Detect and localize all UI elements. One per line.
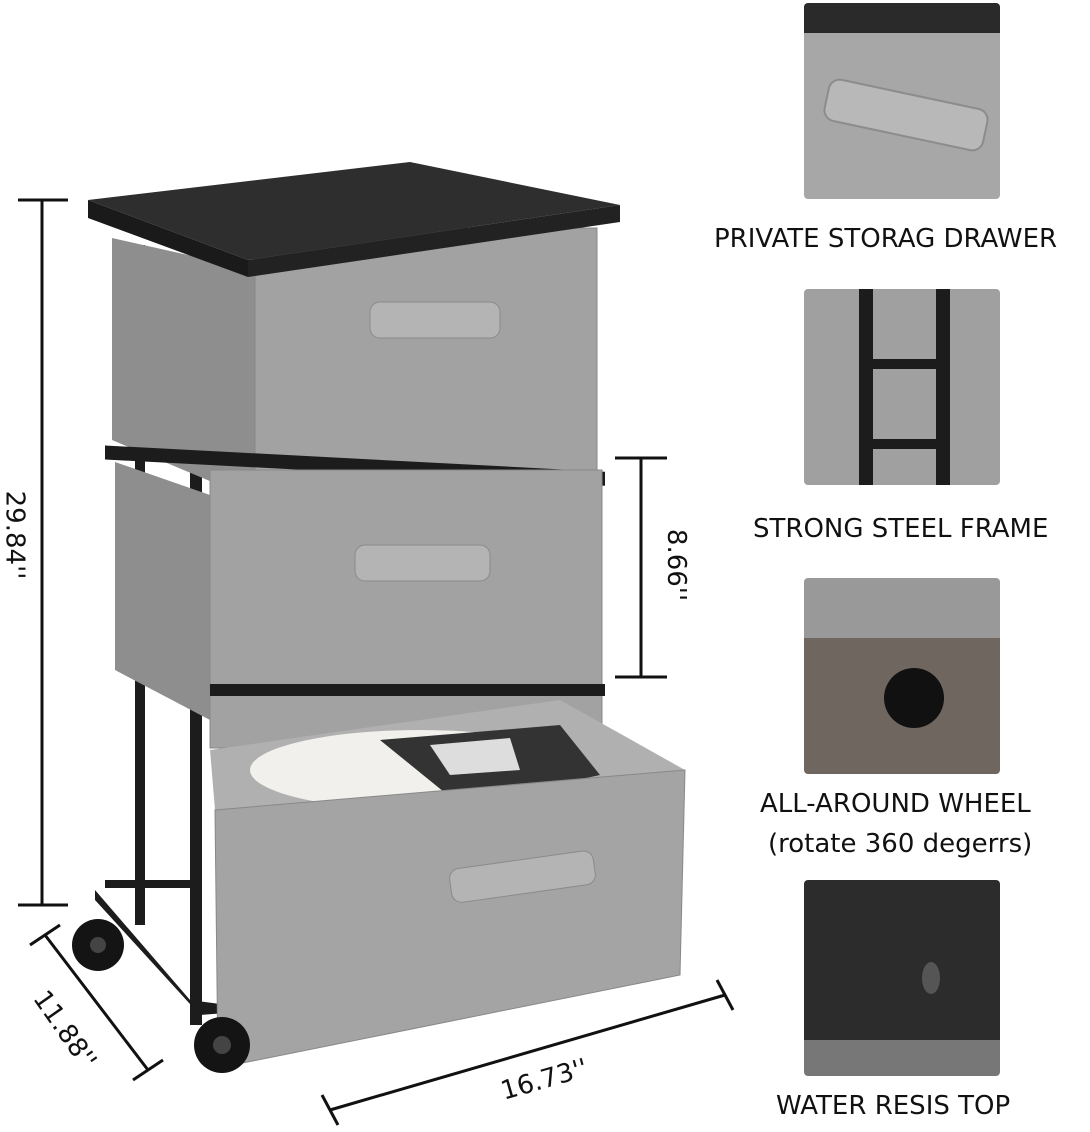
feature-sublabel-wheel: (rotate 360 degerrs) (768, 829, 1033, 859)
drawer-handle-photo (804, 3, 1000, 199)
drawer-height-dimension: 8.66'' (661, 528, 692, 602)
feature-label-frame: STRONG STEEL FRAME (753, 514, 1049, 544)
drawer-bottom-open (210, 700, 686, 1069)
wood-top (88, 162, 620, 277)
caster-wheel-photo (804, 578, 1000, 774)
height-dimension: 29.84'' (0, 490, 30, 580)
drawer-top (112, 227, 598, 501)
dimension-lines (18, 198, 735, 1126)
feature-label-drawer: PRIVATE STORAG DRAWER (714, 224, 1058, 254)
caster-wheels (72, 919, 250, 1073)
feature-label-top: WATER RESIS TOP (776, 1091, 1011, 1121)
water-resistant-top-photo (804, 880, 1000, 1076)
feature-label-wheel: ALL-AROUND WHEEL (760, 789, 1031, 819)
steel-frame-photo (804, 289, 1000, 485)
drawer-middle (115, 462, 603, 749)
